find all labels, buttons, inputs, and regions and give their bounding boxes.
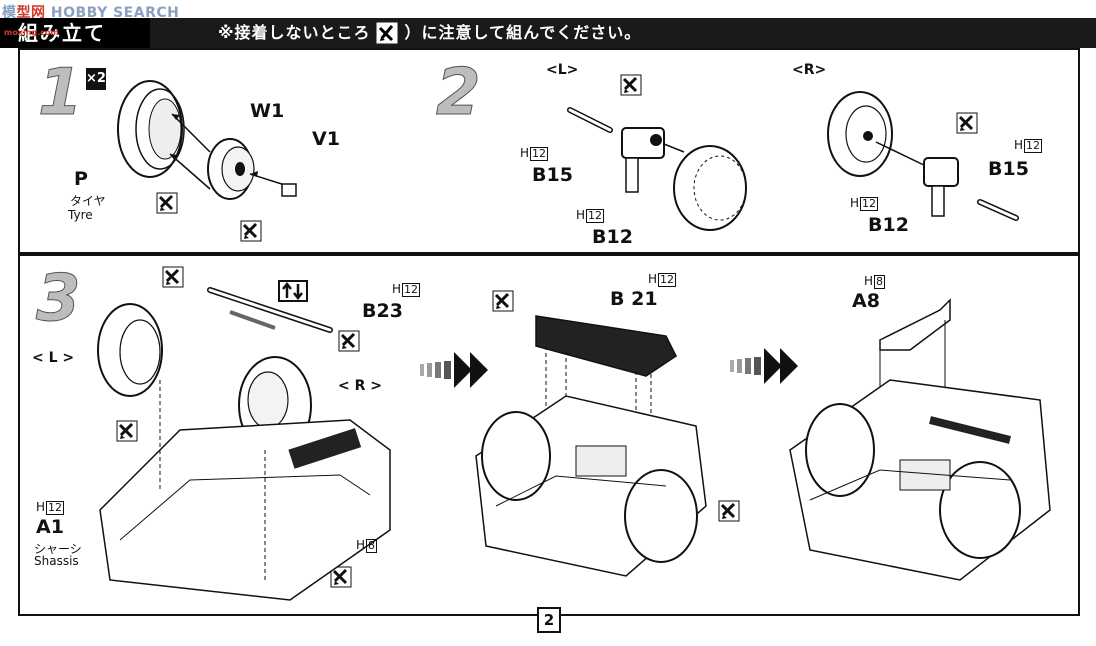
no-glue-icon — [492, 290, 514, 312]
progress-arrow-icon — [730, 348, 798, 384]
chassis-label-ja: シャーシ — [34, 542, 82, 556]
watermark-suffix: HOBBY SEARCH — [50, 5, 180, 21]
runner-letter: H — [1014, 138, 1024, 152]
runner-letter: H — [850, 196, 860, 210]
runner-number: 12 — [530, 147, 549, 161]
no-glue-icon — [330, 566, 352, 588]
runner-number: 12 — [586, 209, 605, 223]
page-number: 2 — [537, 607, 561, 633]
step-1-number: 1 — [38, 56, 84, 131]
part-V1: V1 — [312, 128, 340, 150]
runner-letter: H — [864, 274, 874, 288]
part-B23: B23 — [362, 300, 403, 322]
no-glue-icon — [156, 192, 178, 214]
right-side-label: < R > — [338, 378, 382, 394]
right-side-label: <R> — [792, 62, 827, 78]
runner-number: 8 — [366, 539, 378, 553]
progress-arrow-icon — [420, 352, 488, 388]
no-glue-icon — [162, 266, 184, 288]
no-glue-icon — [718, 500, 740, 522]
multiplier-badge: ×2 — [86, 68, 106, 90]
runner-letter: H — [648, 272, 658, 286]
header-tab — [0, 18, 150, 48]
section-title: 組み立て — [18, 21, 106, 45]
runner-letter: H — [36, 500, 46, 514]
no-glue-icon — [620, 74, 642, 96]
step-3-left-assembly — [97, 287, 391, 601]
runner-letter: H — [576, 208, 586, 222]
tyre-drawing — [117, 80, 297, 200]
part-B12-right: B12 — [868, 214, 909, 236]
step-3-right-assembly — [789, 298, 1051, 581]
no-glue-icon — [338, 330, 360, 352]
tyre-label-en: Tyre — [68, 208, 93, 222]
step-2-number: 2 — [436, 56, 482, 131]
chassis-label-en: Shassis — [34, 554, 79, 568]
runner-number: 12 — [1024, 139, 1043, 153]
no-glue-icon — [376, 22, 398, 44]
part-A8: A8 — [852, 290, 880, 312]
part-B12-left: B12 — [592, 226, 633, 248]
runner-letter: H — [520, 146, 530, 160]
part-P: P — [74, 168, 88, 190]
part-A1: A1 — [36, 516, 64, 538]
runner-number: 12 — [46, 501, 65, 515]
part-B15-left: B15 — [532, 164, 573, 186]
watermark-sub: moxing.com — [4, 28, 59, 37]
runner-number: 8 — [874, 275, 886, 289]
runner-number: 12 — [658, 273, 677, 287]
runner-letter: H — [356, 538, 366, 552]
glue-note: ※接着しないところ（ ）に注意して組んでください。 — [218, 23, 642, 42]
watermark-highlight: 型网 — [16, 5, 46, 21]
steps-1-2-frame — [18, 48, 1080, 254]
tyre-label-ja: タイヤ — [70, 194, 106, 208]
watermark: 模型网 HOBBY SEARCH — [2, 2, 179, 22]
no-glue-icon — [116, 420, 138, 442]
part-B21: B 21 — [610, 288, 658, 310]
no-glue-icon — [956, 112, 978, 134]
no-glue-icon — [240, 220, 262, 242]
left-side-label: <L> — [546, 62, 579, 78]
part-B15-right: B15 — [988, 158, 1029, 180]
runner-letter: H — [392, 282, 402, 296]
right-knuckle-drawing — [827, 91, 1019, 221]
left-side-label: < L > — [32, 350, 75, 366]
left-knuckle-drawing — [567, 107, 747, 231]
step-3-middle-assembly — [475, 315, 707, 577]
runner-number: 12 — [402, 283, 421, 297]
flip-icon — [278, 280, 308, 302]
watermark-prefix: 模 — [2, 5, 17, 21]
runner-number: 12 — [860, 197, 879, 211]
part-W1: W1 — [250, 100, 285, 122]
step-3-number: 3 — [36, 262, 82, 337]
header-bar — [0, 18, 1096, 48]
